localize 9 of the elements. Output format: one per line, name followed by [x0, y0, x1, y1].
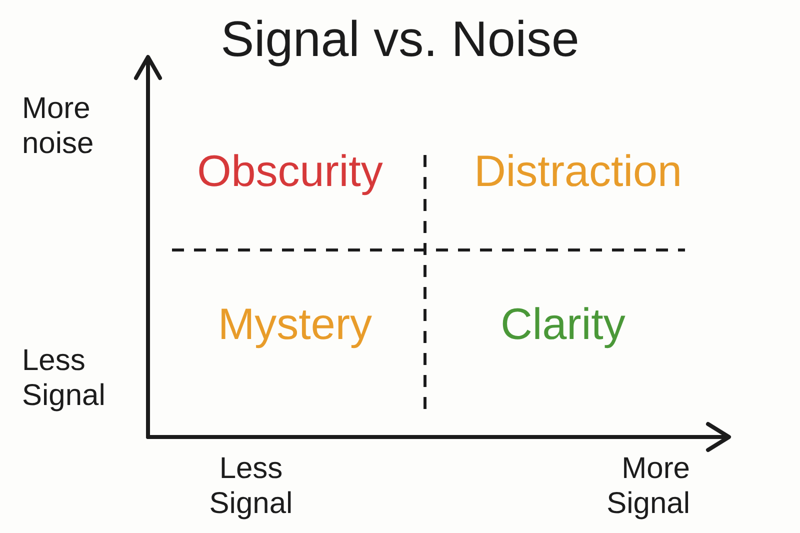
axis-label: Less Signal [22, 344, 106, 413]
axis-label: More noise [22, 92, 95, 161]
chart-title: Signal vs. Noise [220, 12, 580, 67]
quadrant-label: Obscurity [197, 148, 383, 196]
quadrant-label: Mystery [218, 300, 372, 350]
quadrant-label: Distraction [474, 148, 682, 196]
axis-label: Less Signal [208, 452, 294, 521]
axis-label: More Signal [606, 452, 690, 521]
quadrant-label: Clarity [500, 300, 626, 350]
